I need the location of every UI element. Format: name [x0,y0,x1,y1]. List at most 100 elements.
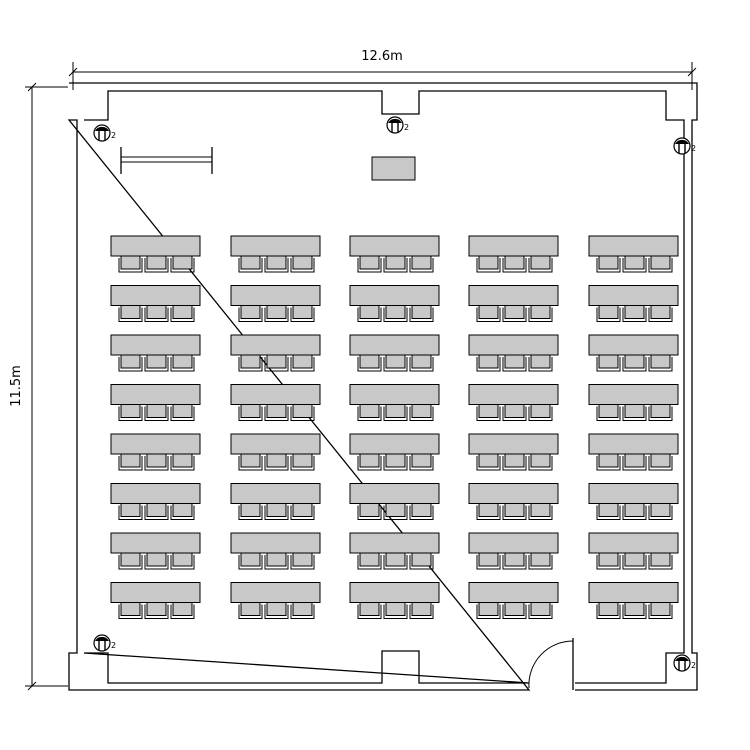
chair [144,404,169,421]
chair [264,354,289,372]
desk [468,582,559,603]
desk [230,532,321,554]
desk [230,483,321,504]
chair [144,255,169,273]
desk [110,235,201,257]
desk [349,235,440,257]
desk-set [230,235,321,273]
chair [648,602,673,619]
desk [588,285,679,306]
entrance-door [528,638,574,690]
chair [596,503,621,520]
outlet-icon: 2 [673,137,696,155]
desk [468,532,559,554]
chair [383,404,408,421]
lectern [371,156,416,181]
desk-set [468,285,559,322]
desk [110,483,201,504]
chair [622,404,647,421]
chair [264,255,289,273]
chair [118,602,143,619]
chair [409,354,434,372]
desk [468,334,559,356]
desk-set [588,384,679,421]
chair [118,404,143,421]
desk-set [588,285,679,322]
chair [118,255,143,273]
chair [144,305,169,322]
desk-set [110,334,201,372]
chair [118,503,143,520]
desk-set [468,235,559,273]
chair [264,305,289,322]
chair [476,305,501,322]
desk-set [468,384,559,421]
desk-set [468,532,559,570]
desk [349,334,440,356]
desk-set [230,532,321,570]
desk-set [349,532,440,570]
chair [383,453,408,471]
outlet-label: 2 [404,123,409,132]
chair [290,552,315,570]
desk [110,532,201,554]
chair [648,503,673,520]
chair [144,354,169,372]
chair [622,552,647,570]
chair [264,503,289,520]
desk [468,384,559,405]
chair [476,255,501,273]
chair [596,453,621,471]
chair [528,354,553,372]
desk [588,433,679,455]
chair [596,255,621,273]
chair [290,354,315,372]
desk-set [349,433,440,471]
desk [349,384,440,405]
chair [144,453,169,471]
chair [409,503,434,520]
chair [476,503,501,520]
chair [476,453,501,471]
desk [110,582,201,603]
chair [290,255,315,273]
chair [596,354,621,372]
chair [238,255,263,273]
chair [648,552,673,570]
desk-set [588,483,679,520]
desk [588,582,679,603]
chair [383,255,408,273]
chair [596,305,621,322]
chair [596,552,621,570]
chair [238,404,263,421]
desk-set [230,285,321,322]
outlet-icon: 2 [93,634,116,652]
chair [170,305,195,322]
whiteboard [120,147,213,174]
desk-set [588,532,679,570]
chair [170,255,195,273]
chair [502,602,527,619]
chair [118,305,143,322]
desk [230,235,321,257]
desk [588,334,679,356]
chair [476,354,501,372]
desk [110,285,201,306]
desk-set [468,334,559,372]
chair [238,503,263,520]
chair [409,552,434,570]
chair [502,503,527,520]
desk-set [110,582,201,619]
desk [349,285,440,306]
chair [502,255,527,273]
chair [596,404,621,421]
desk [468,235,559,257]
chair [476,602,501,619]
outlet-label: 2 [691,144,696,153]
chair [357,602,382,619]
chair [409,602,434,619]
desk [110,334,201,356]
chair [170,503,195,520]
